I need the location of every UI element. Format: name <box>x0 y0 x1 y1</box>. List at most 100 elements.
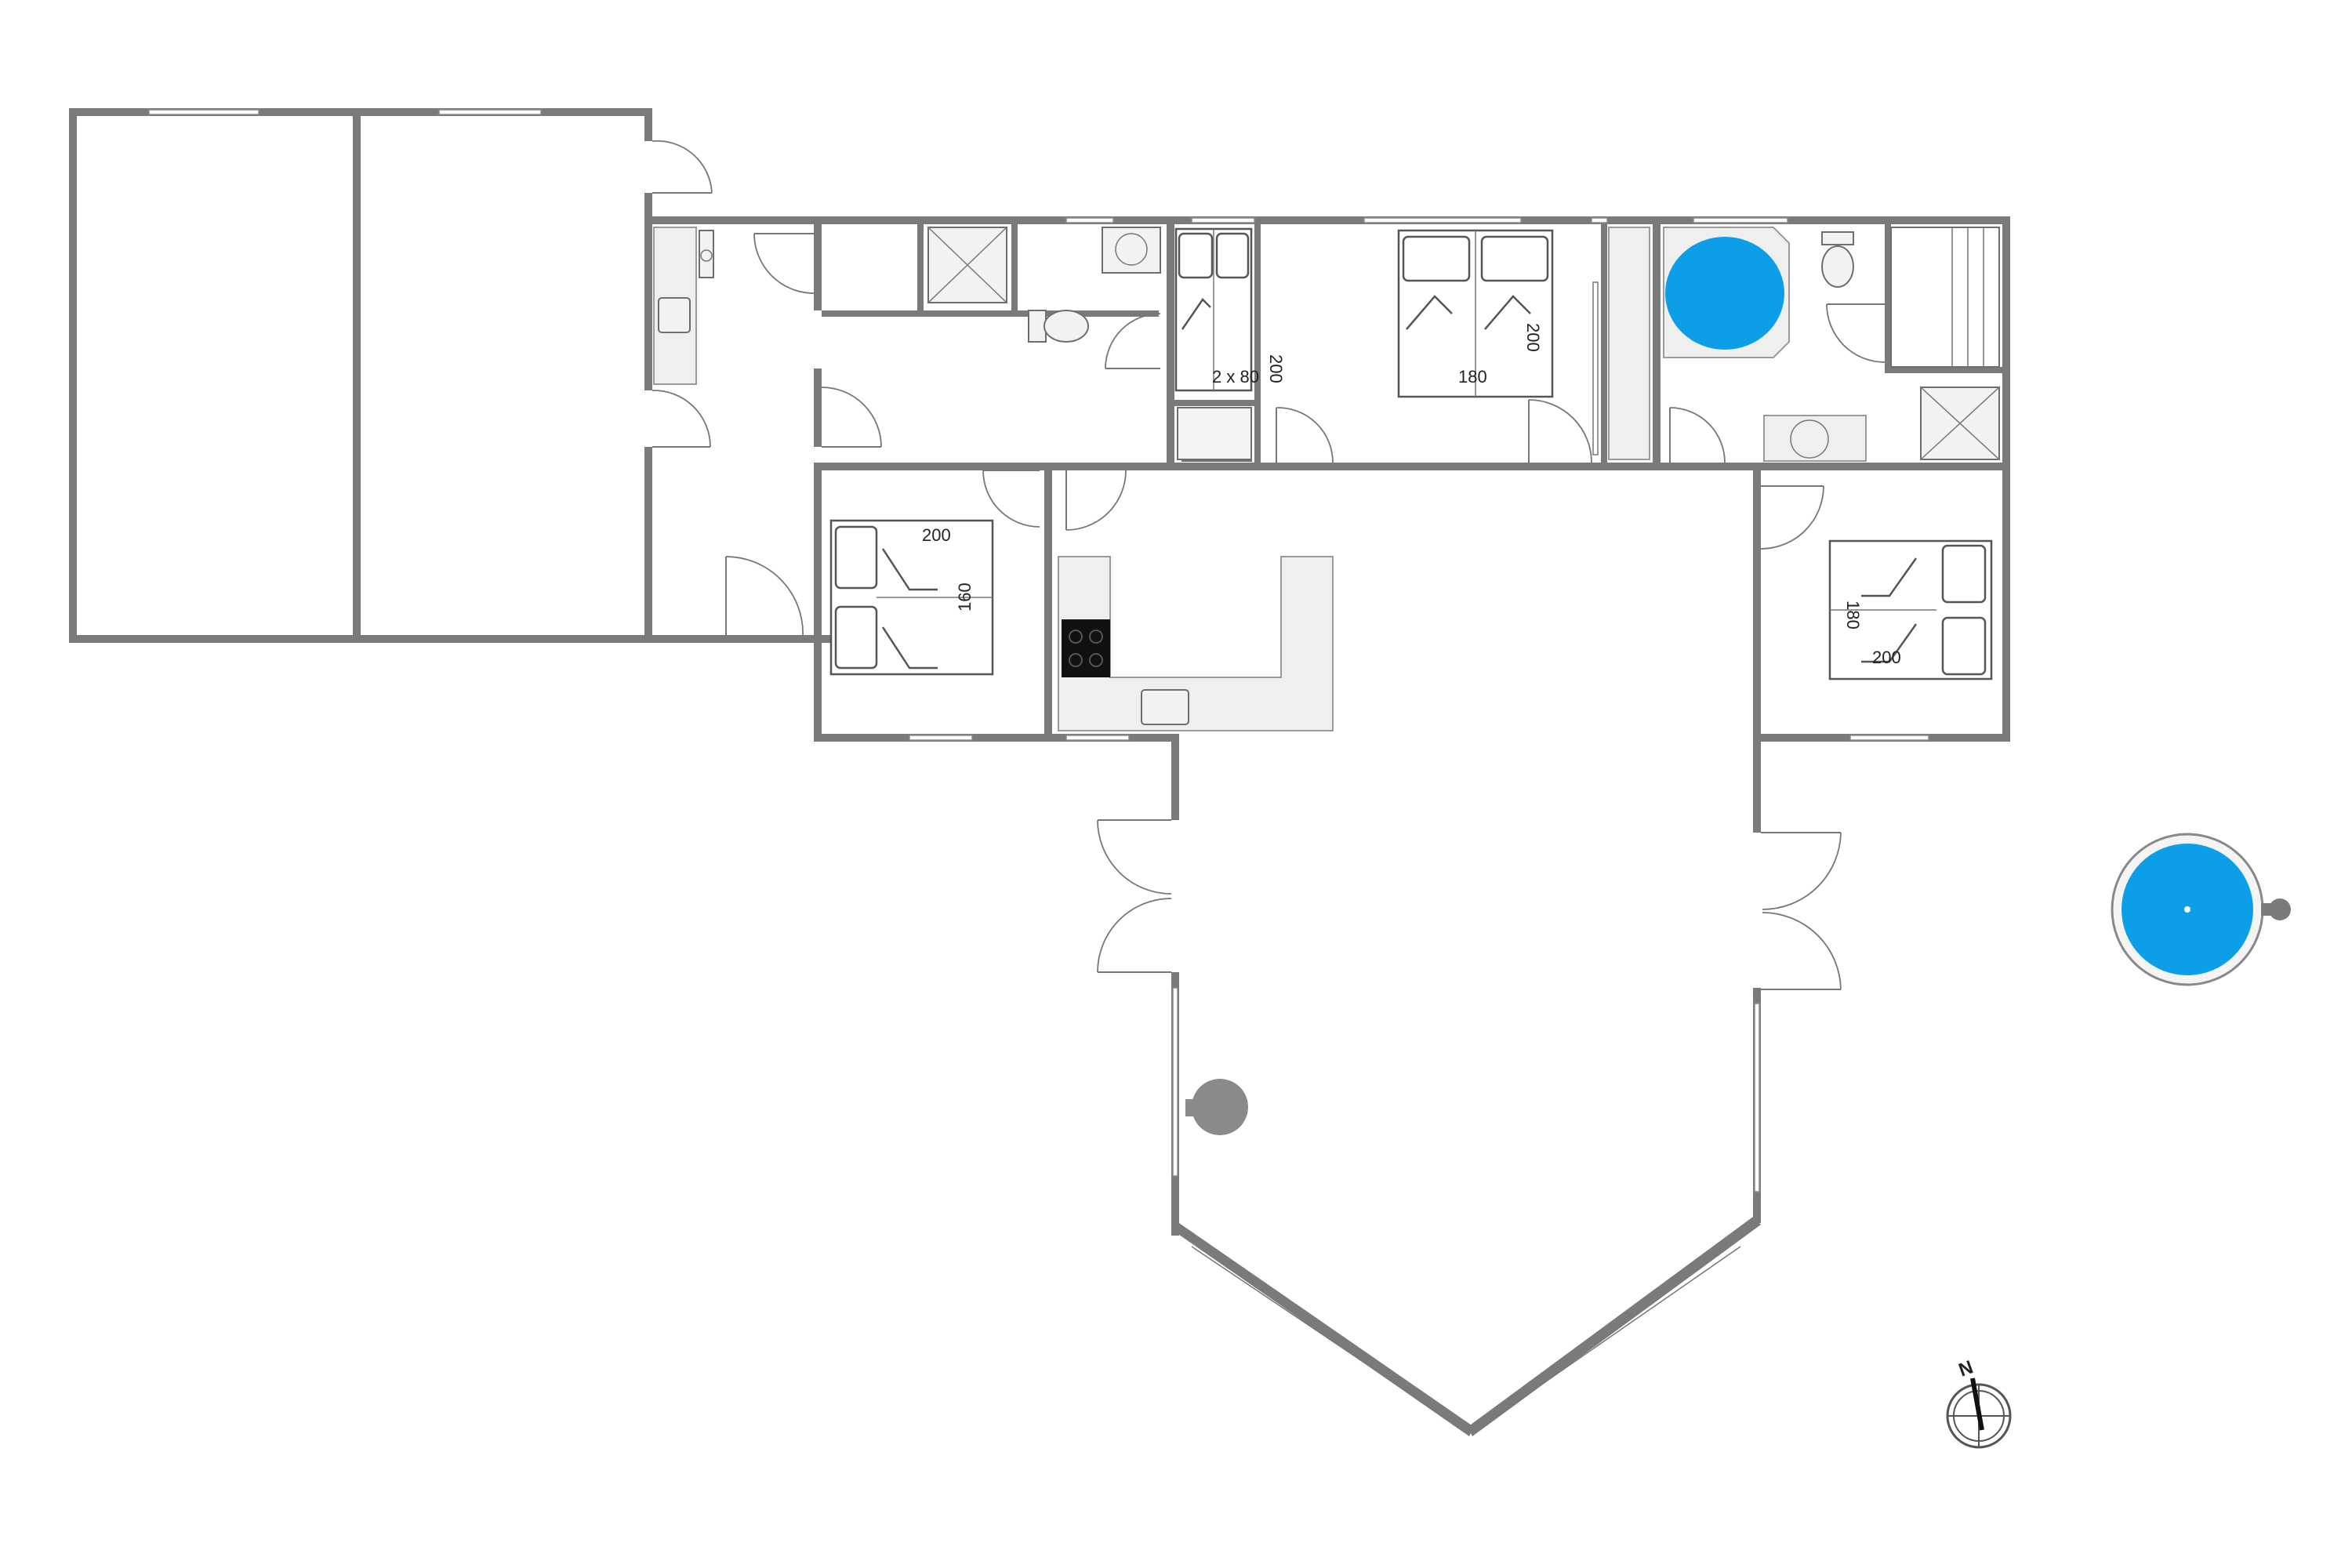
window-bay-sw <box>1191 1246 1451 1421</box>
label-east-length: 200 <box>1872 648 1901 667</box>
living-wall-top-left <box>1052 463 1083 470</box>
wood-stove <box>1192 1079 1248 1135</box>
double-door[interactable] <box>1528 399 1592 463</box>
terrace-door-east[interactable] <box>1761 832 1842 990</box>
window-double-n <box>1363 217 1522 223</box>
sauna-door[interactable] <box>1826 303 1886 363</box>
west-bed-door[interactable] <box>982 470 1040 528</box>
label-east-width: 180 <box>1843 601 1863 630</box>
twin-wall-right <box>1254 224 1261 406</box>
label-twin-length: 200 <box>1266 354 1286 383</box>
bay-wall-sw <box>1171 1223 1474 1436</box>
living-wall-west-upper <box>1171 734 1179 820</box>
label-west-width: 160 <box>955 583 975 612</box>
wardrobe-wall-left <box>1601 224 1607 463</box>
windows <box>148 109 1929 1421</box>
stove-pipe <box>1185 1099 1210 1116</box>
master-bath-door[interactable] <box>1669 407 1726 463</box>
fixtures <box>653 227 2000 1135</box>
doors[interactable] <box>652 140 1886 990</box>
bay-wall-se <box>1468 1217 1761 1436</box>
garage-wall-right-lower <box>644 447 652 635</box>
twin-closet-wall <box>1174 400 1261 406</box>
sauna-bench <box>1890 227 2000 368</box>
kitchen-counter <box>1058 556 1334 731</box>
corridor-wall <box>814 463 2010 470</box>
window-wardrobe <box>1591 217 1608 223</box>
east-wall <box>2002 216 2010 742</box>
wardrobe-sliding-door[interactable] <box>1592 281 1599 456</box>
toilet-1-tank <box>1028 310 1047 343</box>
sauna-wall-bottom <box>1885 367 2010 373</box>
garage-partition <box>353 116 361 635</box>
utility-sink <box>658 297 691 333</box>
window-east-bed-s <box>1849 735 1929 741</box>
utility-door[interactable] <box>753 233 815 294</box>
garage-door-mid[interactable] <box>652 390 711 448</box>
compass-label: N <box>1956 1356 1976 1381</box>
garage-wall-bottom <box>69 635 869 643</box>
master-bath-wall-left <box>1653 224 1661 463</box>
window-garage-2 <box>438 109 542 115</box>
label-north-width: 180 <box>1458 367 1487 387</box>
bath-door[interactable] <box>1105 313 1161 369</box>
window-kitchen-s <box>1065 735 1130 741</box>
garage-wall-top <box>69 108 652 116</box>
hot-tub-heater <box>2269 898 2291 920</box>
terrace-door-west[interactable] <box>1097 819 1172 973</box>
compass-needle <box>1970 1377 1984 1431</box>
bed-room-north <box>1397 229 1554 398</box>
label-west-length: 200 <box>922 525 951 545</box>
sauna-wall-left <box>1885 224 1891 373</box>
kitchen-hob <box>1062 619 1110 677</box>
toilet-2-bowl <box>1821 245 1854 288</box>
garage-wall-right-mid <box>644 193 652 390</box>
utility-wall-right <box>814 224 822 310</box>
hot-tub <box>2111 833 2291 986</box>
entrance-door[interactable] <box>725 556 804 637</box>
label-twin-width: 2 x 80 <box>1212 367 1259 387</box>
bath-wall-right <box>1167 224 1174 469</box>
master-basin <box>1790 419 1829 459</box>
hall-door[interactable] <box>821 387 882 448</box>
beds <box>829 227 1993 681</box>
bed-dimensions: 200 160 200 2 x 80 200 180 200 180 <box>922 323 1901 667</box>
twin-closet-door[interactable] <box>1276 407 1334 463</box>
twin-closet-box <box>1177 407 1252 460</box>
basin-1-bowl <box>1115 233 1148 266</box>
bath-wall-left <box>1011 224 1018 310</box>
living-wall-east-upper <box>1753 470 1761 833</box>
east-bed-door[interactable] <box>1760 485 1824 550</box>
label-north-length: 200 <box>1523 323 1543 352</box>
hall-wall-top <box>822 310 1159 317</box>
utility-wall-right-low <box>814 368 822 447</box>
kitchen-sink <box>1141 689 1189 725</box>
washing-machine <box>699 230 714 278</box>
window-master-bath-n <box>1693 217 1788 223</box>
window-living-east <box>1754 1003 1760 1192</box>
bed-room-east <box>1828 539 1993 681</box>
master-vanity <box>1763 415 1867 462</box>
window-bay-se <box>1489 1246 1741 1421</box>
garage-wall-right-upper <box>644 108 652 141</box>
window-bath-n <box>1065 217 1114 223</box>
double-wall-left <box>1254 400 1261 463</box>
west-bed-wall-right <box>1044 470 1052 742</box>
garage-door-top[interactable] <box>652 140 713 194</box>
toilet-2-tank <box>1821 231 1854 245</box>
window-twin-n <box>1191 217 1255 223</box>
window-living-west <box>1172 987 1178 1177</box>
garage-wall-left <box>69 108 77 643</box>
living-door-nw[interactable] <box>1065 470 1127 531</box>
window-garage-1 <box>148 109 260 115</box>
west-bed-wall-left <box>814 470 822 742</box>
north-compass: N <box>1946 1356 2012 1449</box>
wardrobe <box>1608 227 1650 460</box>
bed-room-west <box>829 519 994 676</box>
washing-machine-drum <box>700 249 713 262</box>
window-west-bed-s <box>909 735 973 741</box>
closet-wall <box>917 224 924 310</box>
north-wall <box>652 216 2010 224</box>
walls <box>69 108 2010 1436</box>
